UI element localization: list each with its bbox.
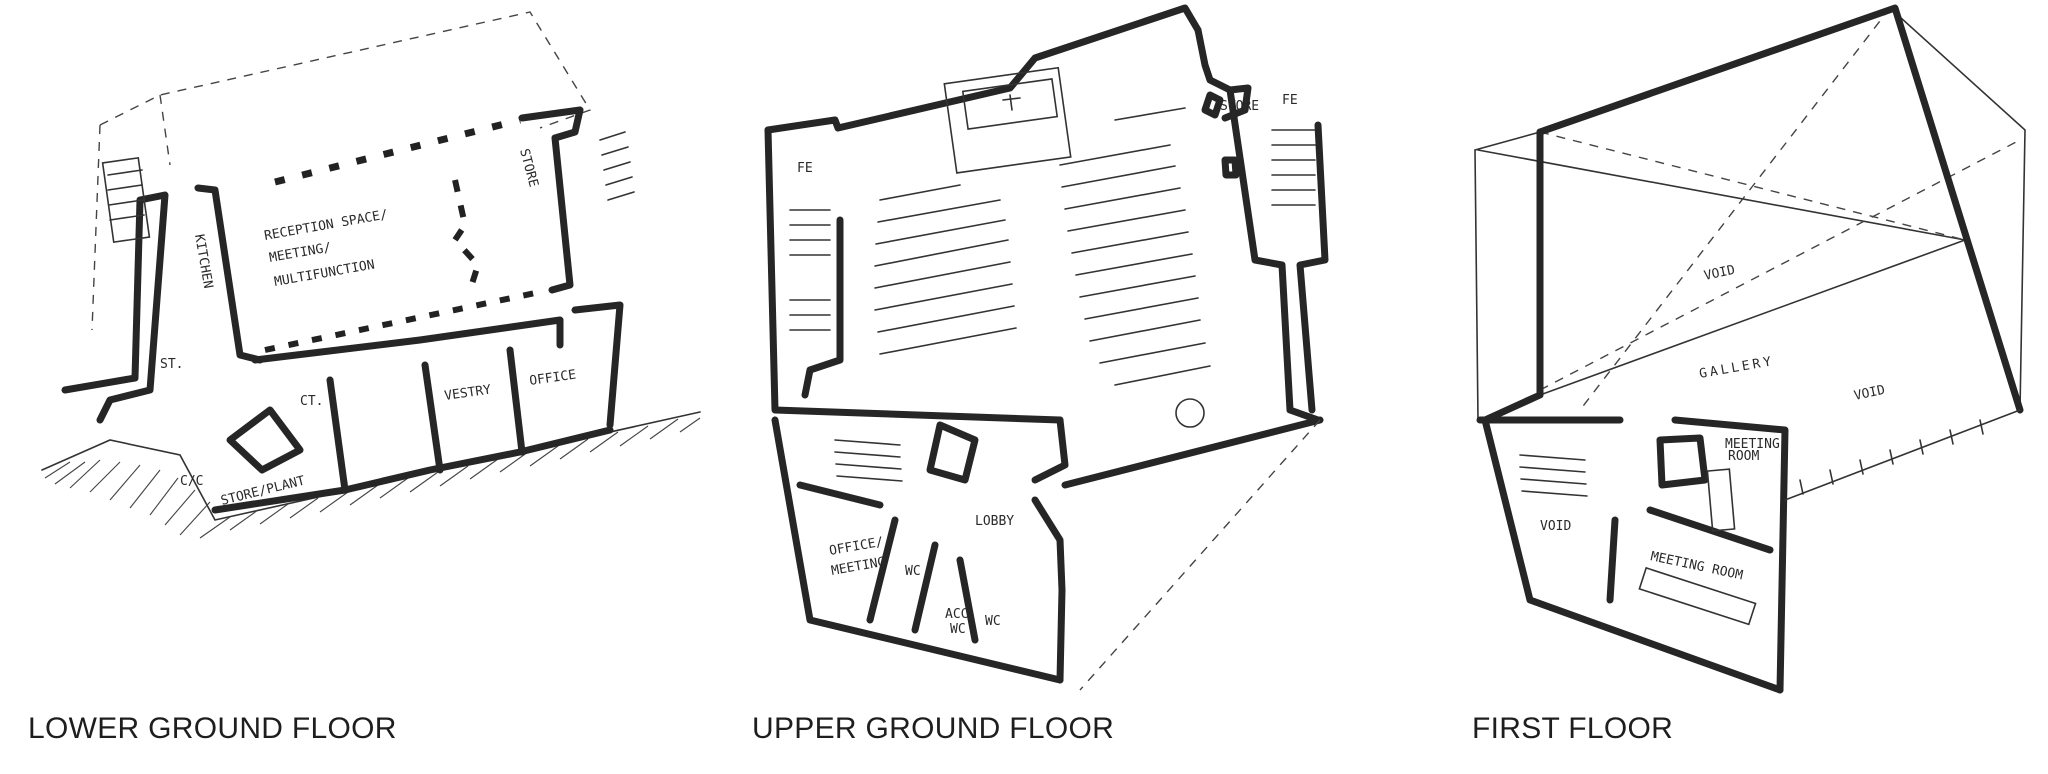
store-label: STORE	[1220, 99, 1259, 114]
meeting-table-small	[1706, 468, 1736, 532]
lower-ground-floor-caption: LOWER GROUND FLOOR	[28, 712, 397, 745]
partition-2	[421, 361, 444, 474]
partition-1	[326, 376, 349, 494]
store-box-1	[1201, 91, 1224, 119]
stair-core	[1519, 454, 1588, 497]
fe-left-label: FE	[797, 161, 813, 176]
lobby-label: LOBBY	[975, 514, 1014, 529]
stair-core	[834, 439, 903, 482]
void-left-label: VOID	[1540, 519, 1571, 534]
east-wall	[518, 106, 584, 294]
reception-partition-dashed	[451, 179, 482, 291]
reception-boundary-north	[274, 116, 521, 186]
acc-wc-label-line2: WC	[950, 622, 966, 637]
east-wall-return	[1221, 84, 1252, 122]
upper-outline-dashed	[99, 11, 592, 129]
gallery-south-edge	[1784, 409, 2021, 501]
first-floor-caption: FIRST FLOOR	[1472, 712, 1674, 745]
ct-label: CT.	[300, 394, 323, 409]
pews-right	[1059, 144, 1211, 386]
sanctuary-area	[943, 66, 1072, 174]
south-east-wall	[571, 301, 624, 429]
roof-outline-west	[1474, 149, 1479, 421]
reception-label-line1: RECEPTION SPACE/	[263, 207, 389, 244]
west-wall	[764, 126, 1064, 424]
south-wall	[251, 316, 564, 364]
lift-core	[1656, 434, 1709, 489]
meeting-divider	[1646, 506, 1774, 554]
main-wall	[1536, 4, 2024, 414]
store-box-2	[1221, 156, 1240, 179]
first-floor-plan: VOID GALLERY VOID VOID MEETING ROOM MEET…	[1474, 4, 2026, 694]
south-east-wall	[1061, 416, 1324, 489]
altar	[961, 78, 1059, 130]
reception-label-line2: MEETING/	[268, 240, 332, 266]
east-wall	[1194, 26, 1322, 424]
meeting-room-label: MEETING ROOM	[1649, 549, 1744, 583]
west-stair-wall	[801, 216, 844, 399]
core-east-wall	[1671, 416, 1789, 694]
partition-3	[506, 346, 526, 456]
gallery-label: GALLERY	[1698, 354, 1775, 382]
upper-outline-dashed-left	[91, 124, 101, 331]
office-label: OFFICE	[528, 368, 577, 389]
store-label: STORE	[516, 147, 541, 189]
acc-wc-label-line1: ACC.	[945, 607, 976, 622]
void-divider	[1606, 516, 1619, 604]
wc-wall-2	[911, 541, 939, 634]
upper-outline-dashed-2	[159, 94, 171, 166]
lift-core	[226, 406, 304, 474]
lower-ground-floor-plan: RECEPTION SPACE/ MEETING/ MULTIFUNCTION …	[41, 11, 701, 539]
meeting-room-small-label-line1: MEETING	[1725, 437, 1780, 452]
wc2-label: WC	[985, 614, 1001, 629]
east-stair-wall	[1296, 121, 1329, 414]
upper-ground-floor-plan: FE FE STORE LOBBY OFFICE/ MEETING WC ACC…	[764, 4, 1329, 691]
void-right-label: VOID	[1853, 383, 1887, 404]
north-wall	[764, 4, 1202, 134]
kitchen-wall	[194, 184, 264, 364]
gallery-edge	[1539, 239, 1966, 396]
office-wall	[796, 481, 884, 509]
st-label: ST.	[160, 357, 183, 372]
vestry-label: VESTRY	[443, 383, 492, 404]
void-top-label: VOID	[1703, 263, 1737, 284]
fe-right-label: FE	[1282, 93, 1298, 108]
wc-wall-3	[956, 556, 979, 644]
upper-ground-floor-caption: UPPER GROUND FLOOR	[752, 712, 1115, 745]
stair-right	[599, 131, 635, 201]
gallery-balustrade-ticks	[1799, 419, 1984, 495]
meeting-table-large	[1638, 566, 1757, 626]
void-diagonal-1	[1539, 131, 1966, 241]
wc1-label: WC	[905, 564, 921, 579]
core-west-wall	[771, 416, 1064, 684]
roof-outline	[1474, 7, 2026, 411]
lobby-wall-1	[1031, 416, 1069, 484]
front-pew	[1114, 107, 1186, 121]
font	[1175, 398, 1205, 428]
wc-wall-1	[866, 516, 899, 624]
west-wall	[61, 191, 169, 424]
kitchen-label: KITCHEN	[191, 233, 215, 290]
core-west-wall	[1481, 416, 1784, 694]
cc-label: C/C	[180, 474, 203, 489]
void-diagonal-3	[1539, 139, 2021, 391]
lift-core	[926, 421, 979, 484]
west-wall	[1481, 128, 1544, 424]
roof-ridge	[1477, 149, 1966, 241]
meeting-room-small-label-line2: ROOM	[1728, 449, 1759, 464]
lobby-wall-2	[1031, 496, 1066, 684]
stair-east	[1271, 129, 1316, 206]
pews-left	[874, 184, 1017, 355]
stair-west	[789, 209, 831, 331]
outline-dashed-south	[1079, 419, 1321, 691]
lower-wall	[211, 426, 614, 514]
stair-left	[101, 156, 151, 244]
altar-cross	[1009, 94, 1013, 111]
